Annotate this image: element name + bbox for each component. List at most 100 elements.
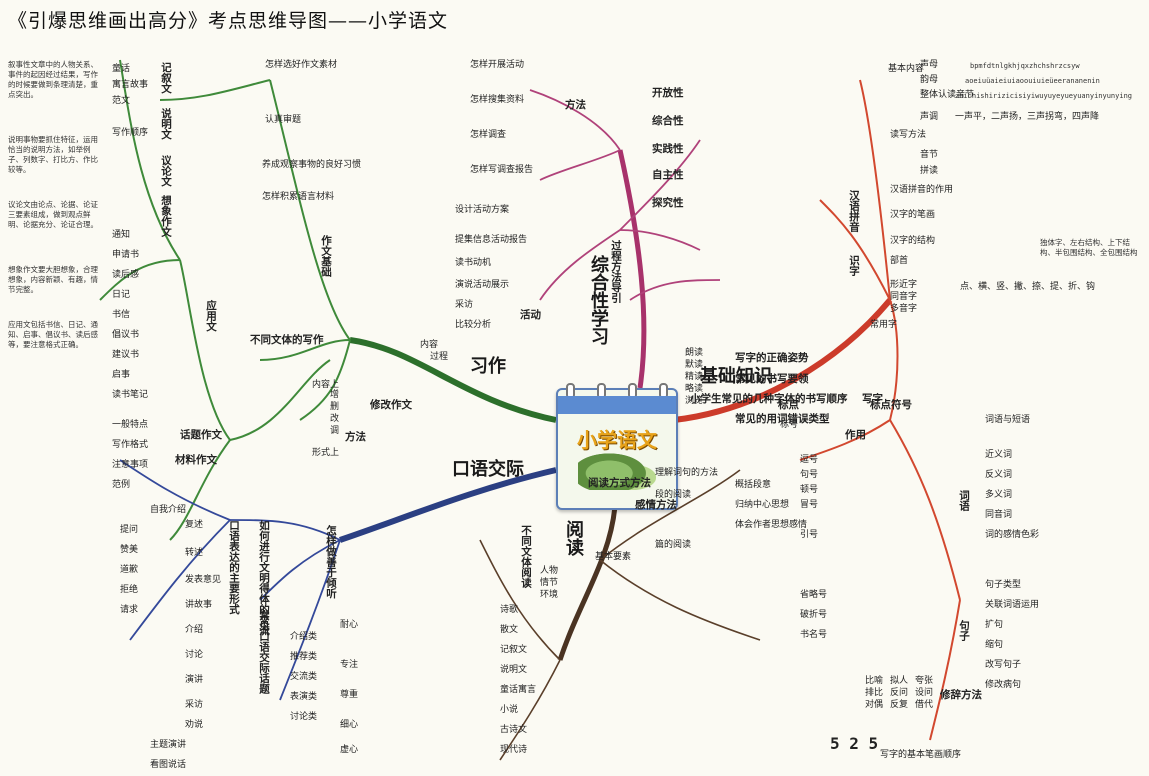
basics-node: 借代 — [915, 700, 934, 710]
composition-node: 不同文体的写作 — [250, 334, 324, 346]
basics-node: 夸张 — [915, 676, 934, 686]
reading-node: 体会作者思想感情 — [735, 520, 808, 530]
composition-node: 认真审题 — [265, 115, 302, 125]
composition-node: 一般特点 — [112, 420, 149, 430]
composition-node: 议论文 — [160, 155, 172, 187]
integrated-node: 内容 — [420, 340, 439, 350]
basics-node: 反复 — [890, 700, 909, 710]
basics-node: 小学生常见的几种字体的书写顺序 — [690, 393, 848, 405]
basics-node: 汉字的笔画 — [890, 210, 936, 220]
integrated-node: 怎样写调查报告 — [470, 165, 534, 175]
composition-node: 想象作文 — [160, 195, 172, 237]
composition-node: 怎样选好作文素材 — [265, 60, 338, 70]
oral-sub-branches — [119, 459, 341, 701]
composition-node: 增 — [330, 390, 340, 400]
basics-node: 识字 — [848, 255, 860, 276]
integrated-node: 综合性 — [652, 115, 684, 127]
basics-node: 读写方法 — [890, 130, 927, 140]
basics-node: 词语 — [958, 490, 970, 511]
basics-node: 近义词 — [985, 450, 1013, 460]
integrated-node: 实践性 — [652, 143, 684, 155]
basics-node: 设问 — [915, 688, 934, 698]
basics-node: 扩句 — [985, 620, 1004, 630]
composition-node: 修改作文 — [370, 399, 412, 411]
branch-integrated-line — [617, 149, 647, 389]
composition-node: 材料作文 — [175, 454, 217, 466]
oral-node: 讲故事 — [185, 600, 213, 610]
composition-node: 应用文 — [205, 300, 217, 332]
integrated-node: 怎样开展活动 — [470, 60, 525, 70]
basics-node: 整体认读音节 — [920, 90, 975, 100]
composition-node: 建议书 — [112, 350, 140, 360]
composition-node: 书信 — [112, 310, 131, 320]
branch-oral-line — [339, 467, 557, 543]
reading-node: 童话寓言 — [500, 685, 537, 695]
integrated-sub-branches — [529, 89, 721, 301]
basics-node: 标点符号 — [870, 399, 912, 411]
reading-sub-branches — [479, 469, 761, 761]
basics-node: 句子 — [958, 620, 970, 641]
composition-node: 调 — [330, 426, 340, 436]
composition-node: 内容上 — [312, 380, 340, 390]
oral-node: 交流类 — [290, 672, 318, 682]
oral-node: 表演类 — [290, 692, 318, 702]
oral-node: 耐心 — [340, 620, 359, 630]
consonant-list: bpmfdtnlgkhjqxzhchshrzcsyw — [970, 62, 1080, 70]
basics-node: 写字 — [862, 393, 883, 405]
basics-node: 声调 — [920, 112, 939, 122]
composition-node: 读后感 — [112, 270, 140, 280]
basics-node: 书名号 — [800, 630, 828, 640]
basics-node: 修辞方法 — [940, 689, 982, 701]
basics-node: 顿号 — [800, 485, 819, 495]
composition-note: 说明事物要抓住特征，运用恰当的说明方法，如举例子、列数字、打比方、作比较等。 — [8, 135, 98, 174]
oral-node: 主题演讲 — [150, 740, 187, 750]
composition-node: 说明文 — [160, 108, 172, 140]
oral-node: 讨论 — [185, 650, 204, 660]
oral-node: 尊重 — [340, 690, 359, 700]
composition-node: 范文 — [112, 96, 131, 106]
oral-node: 采访 — [185, 700, 204, 710]
basics-node: 修改病句 — [985, 680, 1022, 690]
vowel-list: aoeiuüaieiuiaoouiuieüeerananenin — [965, 77, 1100, 85]
oral-node: 专注 — [340, 660, 359, 670]
composition-node: 养成观察事物的良好习惯 — [262, 160, 362, 170]
oral-node: 讨论类 — [290, 712, 318, 722]
oral-node: 拒绝 — [120, 585, 139, 595]
oral-node: 介绍类 — [290, 632, 318, 642]
composition-note: 想象作文要大胆想象，合理想象，内容新颖、有趣，情节完整。 — [8, 265, 98, 294]
reading-node: 现代诗 — [500, 745, 528, 755]
reading-node: 诗歌 — [500, 605, 519, 615]
oral-node: 发表意见 — [185, 575, 222, 585]
reading-node: 小说 — [500, 705, 519, 715]
integrated-node: 自主性 — [652, 169, 684, 181]
leaf-illustration-icon — [578, 448, 656, 490]
oral-node: 演讲 — [185, 675, 204, 685]
basics-node: 缩句 — [985, 640, 1004, 650]
oral-node: 转述 — [185, 548, 204, 558]
composition-node: 通知 — [112, 230, 131, 240]
branch-basics-line — [673, 298, 893, 423]
basics-node: 多音字 — [890, 304, 918, 314]
oral-node: 如何进行文明得体的交流 — [258, 520, 270, 636]
reading-node: 略读 — [685, 384, 704, 394]
basics-node: 句号 — [800, 470, 819, 480]
composition-node: 注意事项 — [112, 460, 149, 470]
basics-node: 声母 — [920, 60, 939, 70]
integrated-node: 提集信息活动报告 — [455, 235, 528, 245]
page-title: 《引爆思维画出高分》考点思维导图——小学语文 — [8, 10, 449, 32]
integrated-node: 方法 — [565, 99, 586, 111]
basics-node: 韵母 — [920, 75, 939, 85]
oral-node: 推荐类 — [290, 652, 318, 662]
reading-node: 古诗文 — [500, 725, 528, 735]
integrated-node: 过程 — [430, 352, 449, 362]
integrated-node: 读书动机 — [455, 258, 492, 268]
basics-node: 排比 — [865, 688, 884, 698]
basics-node: 比喻 — [865, 676, 884, 686]
reading-node: 情节 — [540, 578, 559, 588]
basics-node: 同音字 — [890, 292, 918, 302]
branch-composition: 习作 — [470, 356, 506, 377]
basics-node: 破折号 — [800, 610, 828, 620]
composition-node: 读书笔记 — [112, 390, 149, 400]
basics-node: 常见的用词错误类型 — [735, 413, 830, 425]
